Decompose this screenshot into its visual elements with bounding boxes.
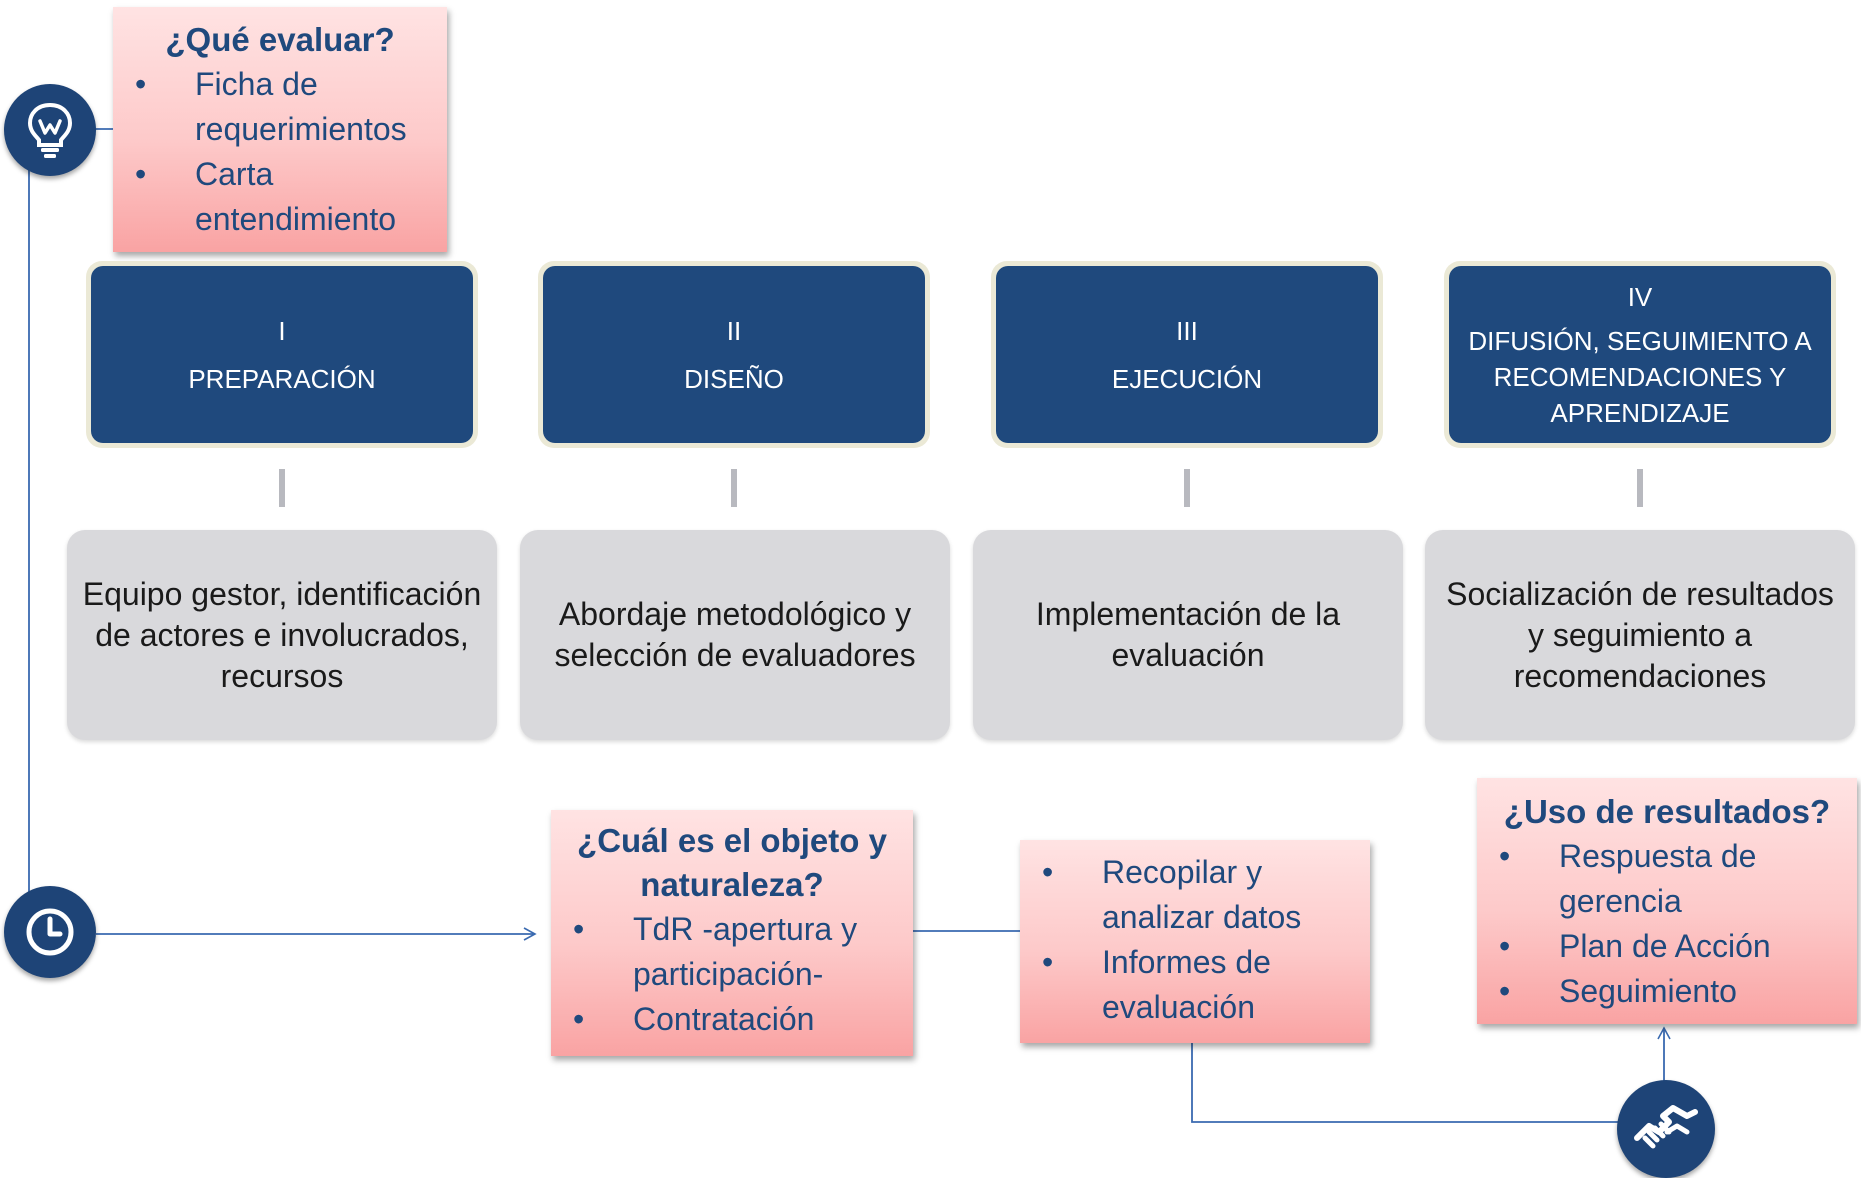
list-item: Seguimiento <box>1477 969 1857 1014</box>
list-item: Carta entendimiento <box>113 152 447 242</box>
handshake-icon <box>1617 1080 1715 1178</box>
phase-frame-3: III EJECUCIÓN <box>991 261 1383 448</box>
phase-frame-2: II DISEÑO <box>538 261 930 448</box>
phase-box-diseno: II DISEÑO <box>543 266 925 443</box>
recopilar-list: Recopilar y analizar datos Informes de e… <box>1020 850 1370 1030</box>
description-text: Abordaje metodológico y selección de eva… <box>554 596 916 673</box>
phase-name: DISEÑO <box>684 363 784 394</box>
description-text: Equipo gestor, identificación de actores… <box>82 575 482 694</box>
description-box-preparacion: Equipo gestor, identificación de actores… <box>67 530 497 740</box>
list-item: Contratación <box>551 997 913 1042</box>
clock-icon <box>4 886 96 978</box>
list-item: Respuesta de gerencia <box>1477 834 1857 924</box>
list-item: TdR -apertura y participación- <box>551 907 913 997</box>
connector-recopilar-to-handshake <box>1191 1043 1620 1123</box>
que-evaluar-list: Ficha de requerimientos Carta entendimie… <box>113 62 447 242</box>
phase-number: IV <box>1627 281 1653 312</box>
phase-name: PREPARACIÓN <box>188 363 376 394</box>
phase-frame-4: IV DIFUSIÓN, SEGUIMIENTO A RECOMENDACION… <box>1444 261 1836 448</box>
list-item: Ficha de requerimientos <box>113 62 447 152</box>
phase-connector-1 <box>279 469 285 507</box>
objeto-list: TdR -apertura y participación- Contratac… <box>551 907 913 1042</box>
description-text: Implementación de la evaluación <box>1035 596 1341 673</box>
uso-list: Respuesta de gerencia Plan de Acción Seg… <box>1477 834 1857 1014</box>
que-evaluar-box: ¿Qué evaluar? Ficha de requerimientos Ca… <box>113 7 447 252</box>
description-text: Socialización de resultados y seguimient… <box>1446 575 1834 694</box>
phase-name: DIFUSIÓN, SEGUIMIENTO A RECOMENDACIONES … <box>1468 325 1812 428</box>
uso-resultados-box: ¿Uso de resultados? Respuesta de gerenci… <box>1477 778 1857 1024</box>
phase-box-difusion: IV DIFUSIÓN, SEGUIMIENTO A RECOMENDACION… <box>1449 266 1831 443</box>
phase-box-ejecucion: III EJECUCIÓN <box>996 266 1378 443</box>
recopilar-box: Recopilar y analizar datos Informes de e… <box>1020 840 1370 1043</box>
phase-box-preparacion: I PREPARACIÓN <box>91 266 473 443</box>
phase-connector-4 <box>1637 469 1643 507</box>
list-item: Recopilar y analizar datos <box>1020 850 1370 940</box>
list-item: Plan de Acción <box>1477 924 1857 969</box>
lightbulb-icon <box>4 84 96 176</box>
description-box-ejecucion: Implementación de la evaluación <box>973 530 1403 740</box>
list-item: Informes de evaluación <box>1020 940 1370 1030</box>
que-evaluar-title: ¿Qué evaluar? <box>165 21 395 58</box>
description-box-diseno: Abordaje metodológico y selección de eva… <box>520 530 950 740</box>
phase-connector-3 <box>1184 469 1190 507</box>
phase-frame-1: I PREPARACIÓN <box>86 261 478 448</box>
phase-number: III <box>1176 315 1198 346</box>
phase-name: EJECUCIÓN <box>1111 363 1263 394</box>
uso-title: ¿Uso de resultados? <box>1503 793 1831 830</box>
objeto-box: ¿Cuál es el objeto y naturaleza? TdR -ap… <box>551 810 913 1056</box>
phase-connector-2 <box>731 469 737 507</box>
phase-number: II <box>726 315 742 346</box>
phase-number: I <box>278 315 286 346</box>
description-box-difusion: Socialización de resultados y seguimient… <box>1425 530 1855 740</box>
objeto-title: ¿Cuál es el objeto y naturaleza? <box>577 822 887 903</box>
